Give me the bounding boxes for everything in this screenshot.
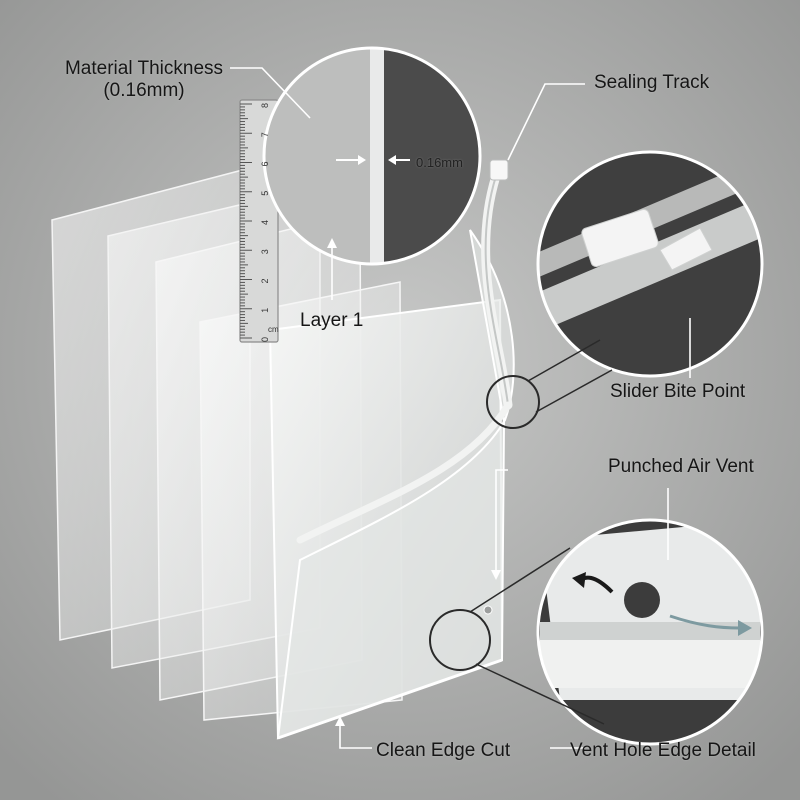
- leader-lines: [230, 67, 691, 749]
- vent-marker: [429, 609, 491, 671]
- slider-bite-marker: [486, 375, 540, 429]
- sealing-track-label: Sealing Track: [594, 72, 710, 93]
- punched-air-vent-label: Punched Air Vent: [608, 456, 754, 477]
- layer-label: Layer 1: [300, 310, 364, 331]
- air-vent-hole: [483, 605, 493, 615]
- ruler-tick-label: 7: [260, 132, 270, 137]
- slider-callout: [536, 150, 764, 378]
- ruler-tick-label: 5: [260, 191, 270, 196]
- ruler-tick-label: 0: [260, 337, 270, 342]
- slider-bite-point-label: Slider Bite Point: [610, 381, 746, 402]
- clean-edge-cut-label: Clean Edge Cut: [376, 740, 511, 761]
- vent-hole-edge-detail-label: Vent Hole Edge Detail: [570, 740, 756, 761]
- ruler-tick-label: 6: [260, 161, 270, 166]
- ruler-unit: cm: [268, 325, 279, 334]
- material-thickness-title: Material Thickness: [64, 58, 224, 79]
- ruler-tick-label: 3: [260, 249, 270, 254]
- ruler-tick-label: 1: [260, 308, 270, 313]
- slider-tab: [489, 159, 509, 181]
- vent-callout: [536, 518, 764, 746]
- ruler-tick-label: 8: [260, 103, 270, 108]
- ruler-tick-label: 2: [260, 278, 270, 283]
- thickness-measurement: 0.16mm: [416, 155, 463, 170]
- material-thickness-value: (0.16mm): [103, 80, 185, 101]
- material-thickness-label: Material Thickness (0.16mm): [52, 58, 236, 102]
- ruler-tick-label: 4: [260, 220, 270, 225]
